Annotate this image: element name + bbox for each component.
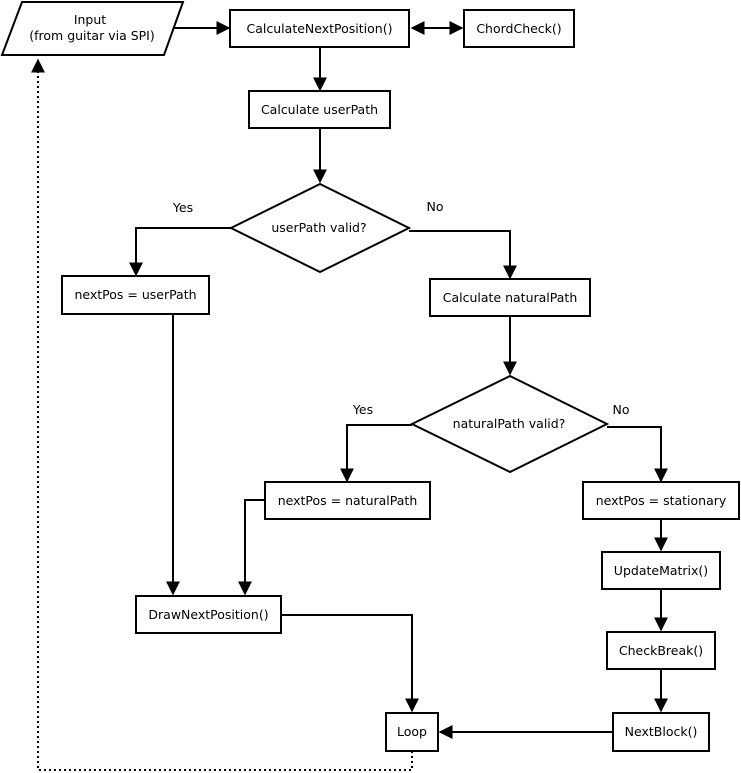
- edge-draw-to-loop: [281, 614, 419, 713]
- next-pos-user-path-label: nextPos = userPath: [74, 287, 196, 302]
- edge-user-no: [409, 230, 517, 280]
- input-label-line2: (from guitar via SPI): [29, 28, 154, 43]
- node-next-pos-stationary: nextPos = stationary: [582, 481, 740, 520]
- next-pos-stationary-label: nextPos = stationary: [596, 493, 727, 508]
- update-matrix-label: UpdateMatrix(): [614, 563, 708, 578]
- node-calculate-natural-path: Calculate naturalPath: [429, 278, 591, 317]
- loop-label: Loop: [397, 724, 427, 739]
- input-label-line1: Input: [74, 12, 106, 27]
- node-draw-next-position: DrawNextPosition(): [135, 595, 282, 634]
- user-no-label: No: [427, 199, 444, 214]
- next-block-label: NextBlock(): [625, 724, 698, 739]
- edge-natural-yes: [340, 424, 412, 483]
- calculate-natural-path-label: Calculate naturalPath: [443, 290, 578, 305]
- node-natural-path-valid: naturalPath valid?: [409, 374, 610, 474]
- node-calculate-user-path: Calculate userPath: [248, 90, 391, 129]
- calculate-next-position-label: CalculateNextPosition(): [247, 21, 393, 36]
- user-path-valid-label: userPath valid?: [271, 220, 366, 235]
- node-loop: Loop: [385, 712, 439, 752]
- natural-path-valid-label: naturalPath valid?: [453, 416, 566, 431]
- edges: [31, 21, 668, 771]
- node-chord-check: ChordCheck(): [463, 9, 575, 48]
- node-user-path-valid: userPath valid?: [228, 182, 412, 274]
- edge-natural-no: [607, 426, 668, 483]
- node-calculate-next-position: CalculateNextPosition(): [229, 9, 410, 48]
- calculate-user-path-label: Calculate userPath: [261, 102, 378, 117]
- node-input: Input (from guitar via SPI): [0, 0, 185, 56]
- edge-natural-nextpos-to-draw: [238, 499, 265, 596]
- check-break-label: CheckBreak(): [619, 643, 703, 658]
- node-update-matrix: UpdateMatrix(): [601, 551, 721, 590]
- edge-labels: Yes No Yes No: [172, 199, 630, 417]
- edge-user-yes: [129, 227, 231, 277]
- node-check-break: CheckBreak(): [606, 631, 716, 670]
- natural-no-label: No: [613, 402, 630, 417]
- next-pos-natural-path-label: nextPos = naturalPath: [278, 493, 418, 508]
- node-next-block: NextBlock(): [612, 712, 710, 752]
- user-yes-label: Yes: [172, 200, 193, 215]
- node-next-pos-natural-path: nextPos = naturalPath: [264, 481, 431, 520]
- natural-yes-label: Yes: [352, 402, 373, 417]
- input-shape: [0, 0, 185, 56]
- chord-check-label: ChordCheck(): [476, 21, 561, 36]
- edge-loop-back-to-input: [31, 58, 413, 771]
- draw-next-position-label: DrawNextPosition(): [148, 607, 268, 622]
- node-next-pos-user-path: nextPos = userPath: [61, 275, 210, 315]
